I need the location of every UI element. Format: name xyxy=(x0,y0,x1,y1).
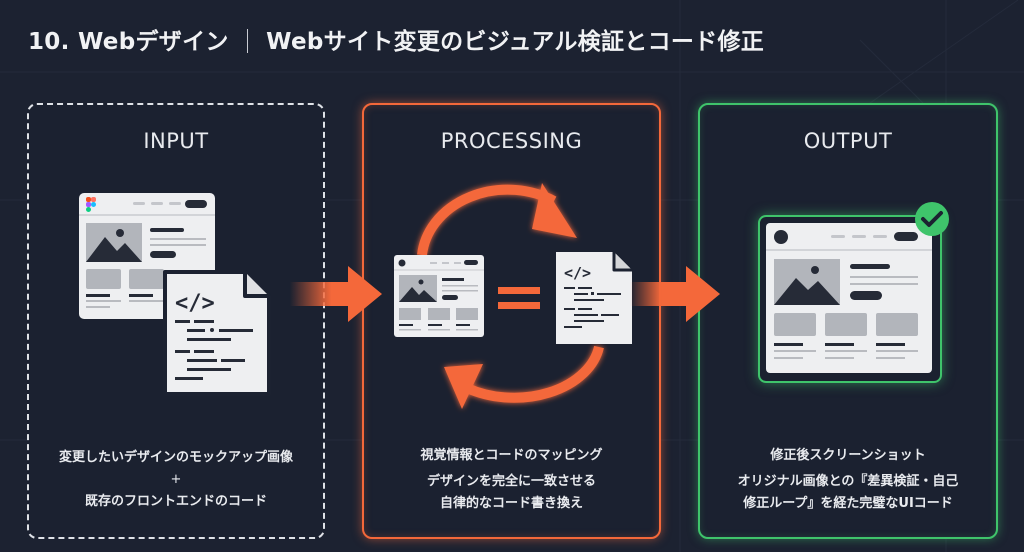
figma-logo-icon xyxy=(86,197,96,212)
processing-heading: PROCESSING xyxy=(440,129,583,153)
code-glyph: </> xyxy=(564,264,591,282)
output-caption-line2: オリジナル画像との『差異検証・自己 xyxy=(737,474,959,489)
output-heading: OUTPUT xyxy=(803,129,893,153)
plus-sign: + xyxy=(170,472,182,487)
processing-caption-line2: デザインを完全に一致させる xyxy=(426,474,596,489)
cycle-arrow-bottom xyxy=(444,345,604,409)
code-file-icon: </> xyxy=(556,252,632,344)
checkmark-badge-icon xyxy=(915,202,949,236)
input-heading: INPUT xyxy=(143,129,209,153)
input-caption-line1: 変更したいデザインのモックアップ画像 xyxy=(58,450,293,465)
webpage-mockup-icon xyxy=(394,255,484,337)
webpage-screenshot-icon xyxy=(766,223,932,373)
input-caption-line2: 既存のフロントエンドのコード xyxy=(84,494,267,509)
processing-panel: PROCESSING xyxy=(362,103,661,539)
input-caption: 変更したいデザインのモックアップ画像 + 既存のフロントエンドのコード xyxy=(29,447,323,513)
output-caption-line3: 修正ループ』を経た完璧なUIコード xyxy=(743,496,953,511)
processing-caption-line1: 視覚情報とコードのマッピング xyxy=(420,448,603,463)
equals-icon xyxy=(498,287,540,309)
output-caption-line1: 修正後スクリーンショット xyxy=(770,448,926,463)
title-text: Webサイト変更のビジュアル検証とコード修正 xyxy=(266,29,765,55)
code-file-icon: </> xyxy=(163,270,271,396)
output-caption: 修正後スクリーンショット オリジナル画像との『差異検証・自己 修正ループ』を経た… xyxy=(700,445,996,515)
processing-caption: 視覚情報とコードのマッピング デザインを完全に一致させる 自律的なコード書き換え xyxy=(364,445,659,515)
title-separator xyxy=(246,29,249,53)
code-glyph: </> xyxy=(175,291,215,316)
cycle-arrows-icon xyxy=(417,183,604,409)
input-panel: INPUT </> xyxy=(27,103,325,539)
flow-arrow-input-to-processing xyxy=(290,266,382,322)
cycle-arrow-top xyxy=(417,183,577,256)
processing-caption-line3: 自律的なコード書き換え xyxy=(439,496,583,511)
section-label: 10. Webデザイン xyxy=(28,29,229,55)
output-panel: OUTPUT 修正後スクリーンショット オリジナル画像との『差異検証・自己 修正… xyxy=(698,103,998,539)
flow-arrow-processing-to-output xyxy=(630,266,720,322)
page-title: 10. Webデザイン Webサイト変更のビジュアル検証とコード修正 xyxy=(28,22,764,56)
